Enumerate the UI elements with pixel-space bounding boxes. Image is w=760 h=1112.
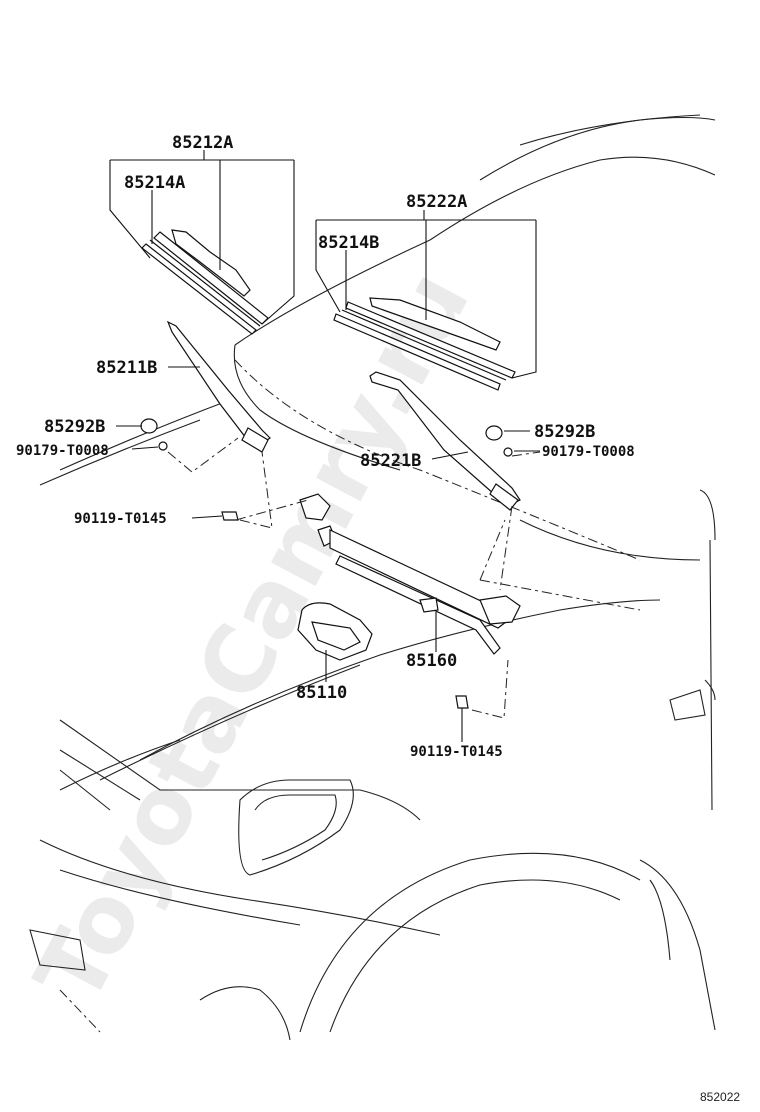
label-85110: 85110 — [296, 683, 347, 703]
connection-lines — [167, 437, 541, 719]
label-85160: 85160 — [406, 651, 457, 671]
label-90119-T0145-upper: 90119-T0145 — [74, 511, 167, 527]
label-85292B-left: 85292B — [44, 417, 105, 437]
label-90179-T0008-right: 90179-T0008 — [542, 444, 635, 460]
label-85214A: 85214A — [124, 173, 185, 193]
wiper-link-assembly — [299, 493, 521, 655]
figure-code: 852022 — [700, 1090, 740, 1104]
label-85212A: 85212A — [172, 133, 233, 153]
label-85211B: 85211B — [96, 358, 157, 378]
label-90119-T0145-lower: 90119-T0145 — [410, 744, 503, 760]
vehicle-body-outline — [29, 114, 716, 1041]
right-wiper-arm — [369, 371, 521, 511]
label-90179-T0008-left: 90179-T0008 — [16, 443, 109, 459]
label-85221B: 85221B — [360, 451, 421, 471]
label-85214B: 85214B — [318, 233, 379, 253]
left-wiper-arm — [166, 320, 271, 453]
pivot-caps-and-nuts — [140, 418, 513, 709]
wiper-motor — [297, 602, 373, 661]
right-wiper-blade — [333, 297, 516, 391]
label-85222A: 85222A — [406, 192, 467, 212]
label-85292B-right: 85292B — [534, 422, 595, 442]
watermark-text: ToyotaCamry.ru — [15, 254, 490, 1020]
leader-lines — [109, 150, 540, 742]
left-wiper-blade — [141, 229, 269, 335]
